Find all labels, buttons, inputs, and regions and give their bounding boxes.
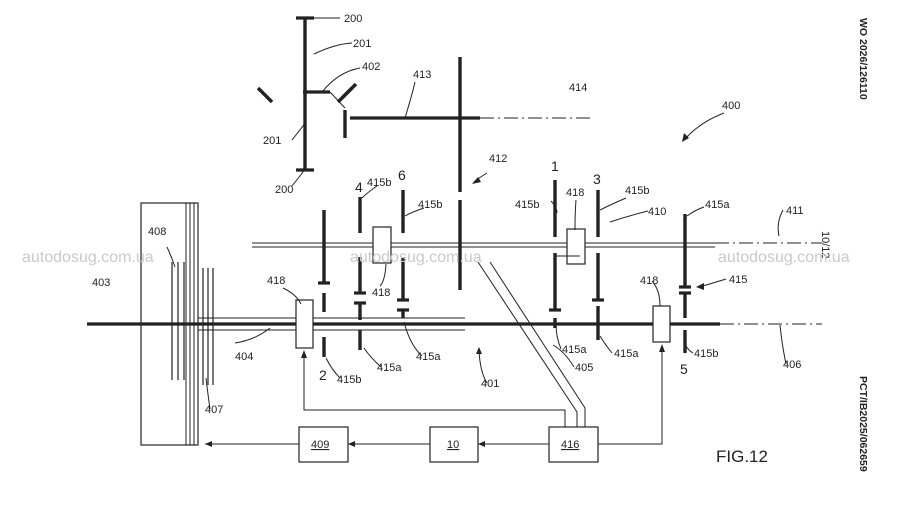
ref-418-sync-right: 418 [640, 275, 658, 287]
gear-number-6: 6 [398, 167, 406, 183]
gear-wheels [318, 180, 691, 357]
clutch-assembly [140, 202, 465, 446]
ref-405: 405 [575, 362, 593, 374]
watermark-right: autodosug.com.ua [718, 249, 850, 266]
ref-201-top: 201 [353, 38, 371, 50]
ref-415b-5: 415b [694, 348, 718, 360]
gear-number-1: 1 [551, 158, 559, 174]
control-system [205, 255, 665, 463]
publication-number: WO 2026/126110 [857, 18, 869, 100]
gear-numbers: 1 2 3 4 5 6 [319, 158, 688, 383]
watermark-center: autodosug.com.ua [350, 249, 482, 266]
ref-410: 410 [648, 206, 666, 218]
ref-415b-4: 415b [367, 177, 391, 189]
ref-415a-6: 415a [416, 351, 441, 363]
ref-403: 403 [92, 277, 110, 289]
gear-number-4: 4 [355, 179, 363, 195]
ref-415b-6: 415b [418, 199, 442, 211]
shafts [87, 90, 822, 326]
ref-415a-5: 415a [705, 199, 730, 211]
ref-413: 413 [413, 69, 431, 81]
ref-404: 404 [235, 351, 253, 363]
ref-415a-1: 415a [562, 344, 587, 356]
ref-418-sync-left: 418 [267, 275, 285, 287]
ref-10: 10 [447, 439, 459, 451]
application-number: PCT/IB2025/062659 [857, 376, 869, 472]
leader-lines [166, 17, 787, 410]
figure-label: FIG.12 [716, 447, 768, 466]
ref-409: 409 [311, 439, 329, 451]
ref-415: 415 [729, 274, 747, 286]
ref-401: 401 [481, 378, 499, 390]
ref-411: 411 [786, 205, 804, 217]
ref-407: 407 [205, 404, 223, 416]
ref-400: 400 [722, 100, 740, 112]
bevel-gear-set [256, 16, 462, 192]
watermark-left: autodosug.com.ua [22, 249, 154, 266]
ref-415a-4: 415a [377, 362, 402, 374]
ref-408: 408 [148, 226, 166, 238]
ref-200-bottom: 200 [275, 184, 293, 196]
gear-number-2: 2 [319, 367, 327, 383]
ref-402: 402 [362, 61, 380, 73]
gear-number-5: 5 [680, 361, 688, 377]
synchronizers [295, 226, 671, 349]
ref-415b-2: 415b [337, 374, 361, 386]
reference-numerals: 200 201 402 413 414 400 201 412 200 415b… [92, 13, 804, 451]
ref-406: 406 [783, 359, 801, 371]
gear-number-3: 3 [593, 171, 601, 187]
ref-418-sync-1: 418 [566, 187, 584, 199]
ref-415b-1: 415b [515, 199, 539, 211]
ref-200-top: 200 [344, 13, 362, 25]
ref-416: 416 [561, 439, 579, 451]
ref-201-bottom: 201 [263, 135, 281, 147]
ref-415b-3: 415b [625, 185, 649, 197]
ref-414: 414 [569, 82, 587, 94]
ref-412: 412 [489, 153, 507, 165]
ref-415a-3: 415a [614, 348, 639, 360]
ref-418-sync-mid: 418 [372, 287, 390, 299]
sheet-number: 10/12 [819, 231, 831, 259]
